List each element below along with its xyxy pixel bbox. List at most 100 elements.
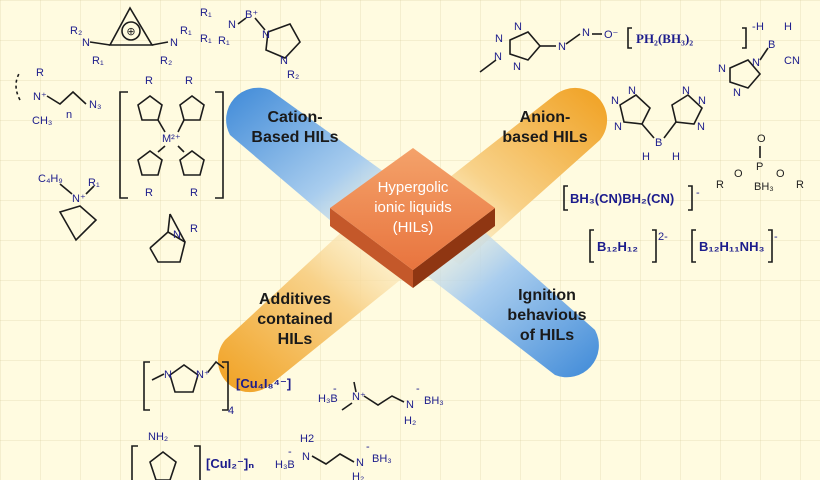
atom-r2: R₂ bbox=[160, 55, 172, 67]
atom-o-minus: O⁻ bbox=[604, 29, 619, 41]
structure-azetidinium: C₄H₉ N⁺ R₁ bbox=[38, 173, 100, 242]
additive-line-2: contained bbox=[257, 311, 333, 328]
atom-n: N bbox=[170, 37, 178, 49]
atom-r2: R₂ bbox=[287, 69, 299, 81]
subscript-4: 4 bbox=[228, 405, 234, 417]
atom-r: R bbox=[796, 179, 804, 191]
atom-n: N bbox=[752, 57, 760, 69]
atom-h2-label: H2 bbox=[300, 433, 314, 445]
atom-n: N bbox=[82, 37, 90, 49]
atom-n: N bbox=[173, 229, 181, 241]
atom-r: R bbox=[145, 187, 153, 199]
formula-bh3cn: BH₃(CN)BH₂(CN) - bbox=[563, 185, 700, 211]
atom-n: N bbox=[356, 457, 364, 469]
structure-bis-borane-diamine-1: H₃B - N⁺ N H₂ - BH₃ bbox=[318, 381, 444, 427]
atom-n-plus: N⁺ bbox=[72, 193, 86, 205]
category-ignition: Ignition behavious of HILs bbox=[507, 287, 586, 344]
structure-bis-borane-diamine-2: H2 H₃B - N N H₂ - BH₃ bbox=[275, 433, 392, 480]
atom-n: N bbox=[582, 27, 590, 39]
atom-n-plus: N⁺ bbox=[352, 391, 366, 403]
atom-n-plus: N⁺ bbox=[33, 91, 47, 103]
anion-line-2: based HILs bbox=[502, 129, 587, 146]
cation-line-1: Cation- bbox=[267, 109, 322, 126]
structure-ammonium-azide: R N⁺ CH₃ n N₃ bbox=[15, 67, 101, 127]
atom-o: O bbox=[776, 168, 785, 180]
atom-c4h9: C₄H₉ bbox=[38, 173, 63, 185]
atom-n-plus: N⁺ bbox=[196, 369, 210, 381]
structure-borenium: R₁ N R₁ R₁ B⁺ N N R₂ bbox=[200, 7, 301, 81]
atom-h: H bbox=[672, 151, 680, 163]
structure-nitrosotetrazolate: N N N N N N O⁻ bbox=[479, 21, 619, 73]
atom-n: N bbox=[558, 41, 566, 53]
cation-line-2: Based HILs bbox=[251, 129, 338, 146]
atom-n: N bbox=[302, 451, 310, 463]
atom-bh3: BH₃ bbox=[754, 181, 774, 193]
atom-h2: H₂ bbox=[404, 415, 416, 427]
atom-n: N bbox=[494, 51, 502, 63]
atom-h: H bbox=[756, 21, 764, 33]
ignition-line-1: Ignition bbox=[518, 287, 576, 304]
atom-h3b: H₃B bbox=[275, 459, 295, 471]
atom-n: N bbox=[514, 21, 522, 33]
atom-r: R bbox=[716, 179, 724, 191]
formula-ph2bh3: PH₂(BH₃)₂ - bbox=[627, 21, 756, 49]
atom-m2plus: M²⁺ bbox=[162, 133, 181, 145]
cu4i8-text: [Cu₄I₈⁴⁻] bbox=[236, 376, 291, 391]
atom-r: R bbox=[145, 75, 153, 87]
atom-cn: CN bbox=[784, 55, 800, 67]
oplus-glyph: ⊕ bbox=[126, 26, 135, 38]
b12h11-charge: - bbox=[774, 231, 778, 243]
atom-n: N bbox=[697, 121, 705, 133]
structure-phosphite-borane: O P O O R R BH₃ bbox=[716, 133, 804, 193]
atom-r: R bbox=[36, 67, 44, 79]
atom-r: R bbox=[185, 75, 193, 87]
atom-r: R bbox=[190, 187, 198, 199]
atom-n: N bbox=[698, 95, 706, 107]
structure-quinuclidinium: N R bbox=[149, 213, 198, 263]
ignition-line-2: behavious bbox=[507, 307, 586, 324]
atom-n: N bbox=[682, 85, 690, 97]
atom-n: N bbox=[228, 19, 236, 31]
atom-r1: R₁ bbox=[88, 177, 100, 189]
center-line-1: Hypergolic bbox=[378, 179, 449, 196]
ph2bh3-charge: - bbox=[752, 21, 756, 33]
atom-h: H bbox=[642, 151, 650, 163]
atom-n3: N₃ bbox=[89, 99, 101, 111]
ignition-line-3: of HILs bbox=[520, 327, 574, 344]
bh3cn-charge: - bbox=[696, 187, 700, 199]
atom-o: O bbox=[757, 133, 766, 145]
atom-r1: R₁ bbox=[92, 55, 104, 67]
structure-cyclopropenium: ⊕ N N R₂ R₁ R₁ R₂ bbox=[70, 6, 192, 67]
atom-bh3: BH₃ bbox=[424, 395, 444, 407]
atom-bh3: BH₃ bbox=[372, 453, 392, 465]
atom-r1: R₁ bbox=[200, 7, 212, 19]
atom-n: N bbox=[280, 55, 288, 67]
additive-line-3: HILs bbox=[278, 331, 313, 348]
atom-n: N bbox=[628, 85, 636, 97]
atom-h3b: H₃B bbox=[318, 393, 338, 405]
atom-r1: R₁ bbox=[180, 25, 192, 37]
center-line-2: ionic liquids bbox=[374, 199, 452, 216]
atom-h2: H₂ bbox=[352, 471, 364, 480]
b12h12-text: B₁₂H₁₂ bbox=[597, 239, 638, 254]
category-additive: Additives contained HILs bbox=[257, 291, 333, 348]
atom-o: O bbox=[734, 168, 743, 180]
formula-b12h12: B₁₂H₁₂ 2- bbox=[589, 229, 668, 263]
atom-n: N bbox=[614, 121, 622, 133]
structure-bis-tetrazolyl-borate: N N N N N N B H H bbox=[611, 85, 706, 163]
structure-aminotriazolium-cui2: NH₂ [CuI₂⁻]ₙ bbox=[131, 431, 254, 480]
atom-n: N bbox=[513, 61, 521, 73]
atom-n: N bbox=[718, 63, 726, 75]
structure-metal-imidazole-complex: R R R R M²⁺ bbox=[119, 75, 224, 199]
atom-minus: - bbox=[333, 383, 337, 395]
atom-minus: - bbox=[366, 441, 370, 453]
cui2-text: [CuI₂⁻]ₙ bbox=[206, 456, 254, 471]
atom-r2: R₂ bbox=[70, 25, 82, 37]
bh3cn-text: BH₃(CN)BH₂(CN) bbox=[570, 191, 674, 206]
b12h11-text: B₁₂H₁₁NH₃ bbox=[699, 239, 764, 254]
atom-ch3: CH₃ bbox=[32, 115, 52, 127]
atom-r1: R₁ bbox=[218, 35, 230, 47]
atom-b: B bbox=[768, 39, 775, 51]
atom-r: R bbox=[190, 223, 198, 235]
atom-n: N bbox=[406, 399, 414, 411]
